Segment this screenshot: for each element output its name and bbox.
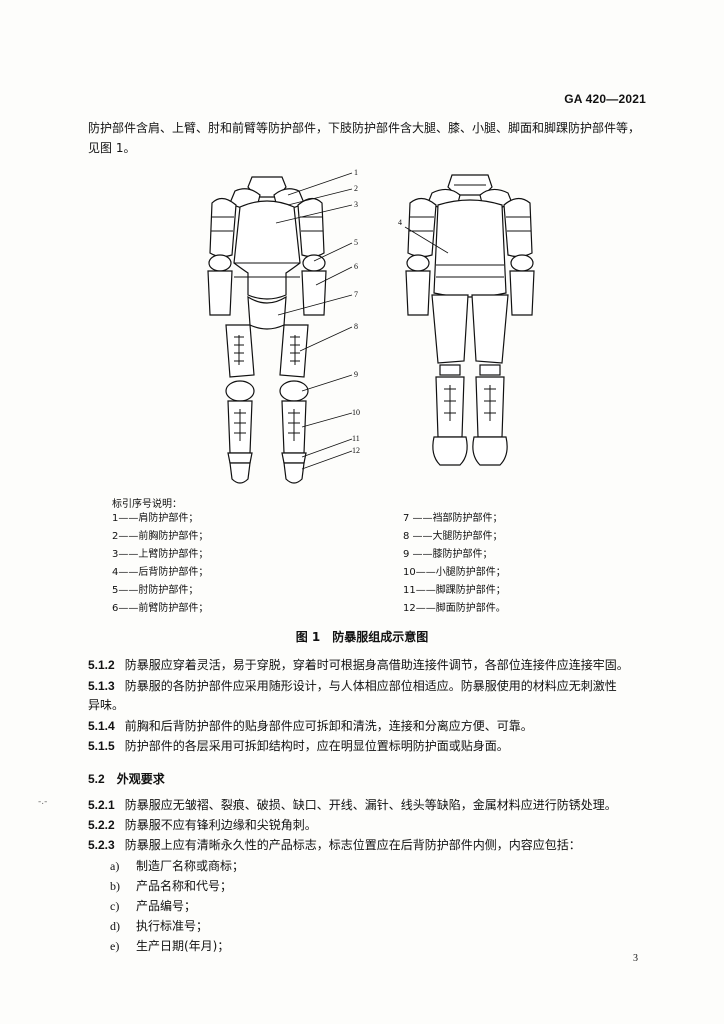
callout-12: 12 <box>352 446 360 455</box>
riot-suit-figure: 1 2 3 5 6 7 8 9 10 11 12 <box>207 168 535 484</box>
list-marker: a) <box>110 859 120 873</box>
legend-left: 1——肩防护部件； 2——前胸防护部件； 3——上臂防护部件； 4——后背防护部… <box>112 510 208 618</box>
clause-number: 5.2.3 <box>88 838 115 852</box>
clause-5-2-1: 5.2.1 防暴服应无皱褶、裂痕、破损、缺口、开线、漏针、线头等缺陷，金属材料应进… <box>88 795 658 815</box>
list-item-d: d) 执行标准号； <box>110 916 208 936</box>
legend-item-8: 8 ——大腿防护部件； <box>403 531 503 542</box>
clause-number: 5.1.4 <box>88 719 115 733</box>
clause-number: 5.1.2 <box>88 658 115 672</box>
clause-number: 5.2.2 <box>88 818 115 832</box>
legend-title: 标引序号说明： <box>112 499 182 510</box>
list-text: 产品编号； <box>136 899 197 913</box>
callout-3: 3 <box>354 200 358 209</box>
callout-2: 2 <box>354 184 358 193</box>
standard-code: GA 420—2021 <box>564 92 646 106</box>
callout-1: 1 <box>354 168 358 177</box>
clause-5-1-2: 5.1.2 防暴服应穿着灵活，易于穿脱，穿着时可根据身高借助连接件调节，各部位连接… <box>88 655 658 675</box>
margin-mark: -.- <box>38 797 48 807</box>
list-item-c: c) 产品编号； <box>110 896 196 916</box>
legend-item-2: 2——前胸防护部件； <box>112 531 209 542</box>
callout-5: 5 <box>354 238 358 247</box>
callout-7: 7 <box>354 290 358 299</box>
clause-5-2-2: 5.2.2 防暴服不应有锋利边缘和尖锐角刺。 <box>88 815 658 835</box>
legend-item-4: 4——后背防护部件； <box>112 567 209 578</box>
clause-text: 防暴服的各防护部件应采用随形设计，与人体相应部位相适应。防暴服使用的材料应无刺激… <box>124 679 617 693</box>
intro-paragraph: 防护部件含肩、上臂、肘和前臂等防护部件，下肢防护部件含大腿、膝、小腿、脚面和脚踝… <box>88 121 641 155</box>
legend-item-3: 3——上臂防护部件； <box>112 549 209 560</box>
clause-text: 防暴服不应有锋利边缘和尖锐角刺。 <box>124 818 317 832</box>
figure-caption: 图 1 防暴服组成示意图 <box>295 630 429 644</box>
list-item-b: b) 产品名称和代号； <box>110 876 232 896</box>
list-text: 生产日期(年月)； <box>136 939 230 953</box>
list-text: 产品名称和代号； <box>136 879 233 893</box>
clause-text: 防护部件的各层采用可拆卸结构时，应在明显位置标明防护面或贴身面。 <box>124 739 509 753</box>
callout-8: 8 <box>354 322 358 331</box>
clause-5-1-4: 5.1.4 前胸和后背防护部件的贴身部件应可拆卸和清洗，连接和分离应方便、可靠。 <box>88 716 658 736</box>
callout-6: 6 <box>354 262 358 271</box>
list-marker: b) <box>110 879 120 893</box>
clause-number: 5.1.5 <box>88 739 115 753</box>
list-marker: d) <box>110 919 120 933</box>
legend-item-12: 12——脚面防护部件。 <box>403 603 506 614</box>
list-item-e: e) 生产日期(年月)； <box>110 936 229 956</box>
section-number: 5.2 <box>88 772 105 786</box>
list-text: 执行标准号； <box>136 919 209 933</box>
back-view <box>405 174 535 466</box>
clause-5-2-3: 5.2.3 防暴服上应有清晰永久性的产品标志，标志位置应在后背防护部件内侧，内容应… <box>88 835 658 855</box>
callout-10: 10 <box>352 408 360 417</box>
clause-5-1-3: 5.1.3 防暴服的各防护部件应采用随形设计，与人体相应部位相适应。防暴服使用的材… <box>88 676 658 696</box>
legend-item-7: 7 ——裆部防护部件； <box>403 513 503 524</box>
clause-text: 防暴服应无皱褶、裂痕、破损、缺口、开线、漏针、线头等缺陷，金属材料应进行防锈处理… <box>124 798 617 812</box>
front-view <box>207 176 327 484</box>
section-title: 外观要求 <box>116 772 165 786</box>
list-marker: c) <box>110 899 120 913</box>
legend-item-10: 10——小腿防护部件； <box>403 567 506 578</box>
page-number: 3 <box>633 953 638 964</box>
clause-text: 防暴服应穿着灵活，易于穿脱，穿着时可根据身高借助连接件调节，各部位连接件应连接牢… <box>124 658 629 672</box>
clause-number: 5.2.1 <box>88 798 115 812</box>
list-marker: e) <box>110 939 120 953</box>
legend-right: 7 ——裆部防护部件； 8 ——大腿防护部件； 9 ——膝防护部件； 10——小… <box>403 510 506 618</box>
front-callouts: 1 2 3 5 6 7 8 9 10 11 12 <box>275 168 360 470</box>
legend-item-1: 1——肩防护部件； <box>112 513 199 524</box>
list-text: 制造厂名称或商标； <box>136 859 245 873</box>
clause-text: 前胸和后背防护部件的贴身部件应可拆卸和清洗，连接和分离应方便、可靠。 <box>124 719 533 733</box>
callout-9: 9 <box>354 370 358 379</box>
list-item-a: a) 制造厂名称或商标； <box>110 856 244 876</box>
legend-item-6: 6——前臂防护部件； <box>112 603 209 614</box>
legend-item-9: 9 ——膝防护部件； <box>403 549 493 560</box>
clause-5-1-3-continuation: 异味。 <box>88 698 125 712</box>
clause-text: 防暴服上应有清晰永久性的产品标志，标志位置应在后背防护部件内侧，内容应包括： <box>124 838 581 852</box>
section-5-2-heading: 5.2 外观要求 <box>88 770 165 787</box>
legend-item-11: 11——脚踝防护部件； <box>403 585 506 596</box>
clause-number: 5.1.3 <box>88 679 115 693</box>
callout-11: 11 <box>352 434 360 443</box>
callout-4: 4 <box>398 218 402 227</box>
clause-5-1-5: 5.1.5 防护部件的各层采用可拆卸结构时，应在明显位置标明防护面或贴身面。 <box>88 736 658 756</box>
legend-item-5: 5——肘防护部件； <box>112 585 199 596</box>
